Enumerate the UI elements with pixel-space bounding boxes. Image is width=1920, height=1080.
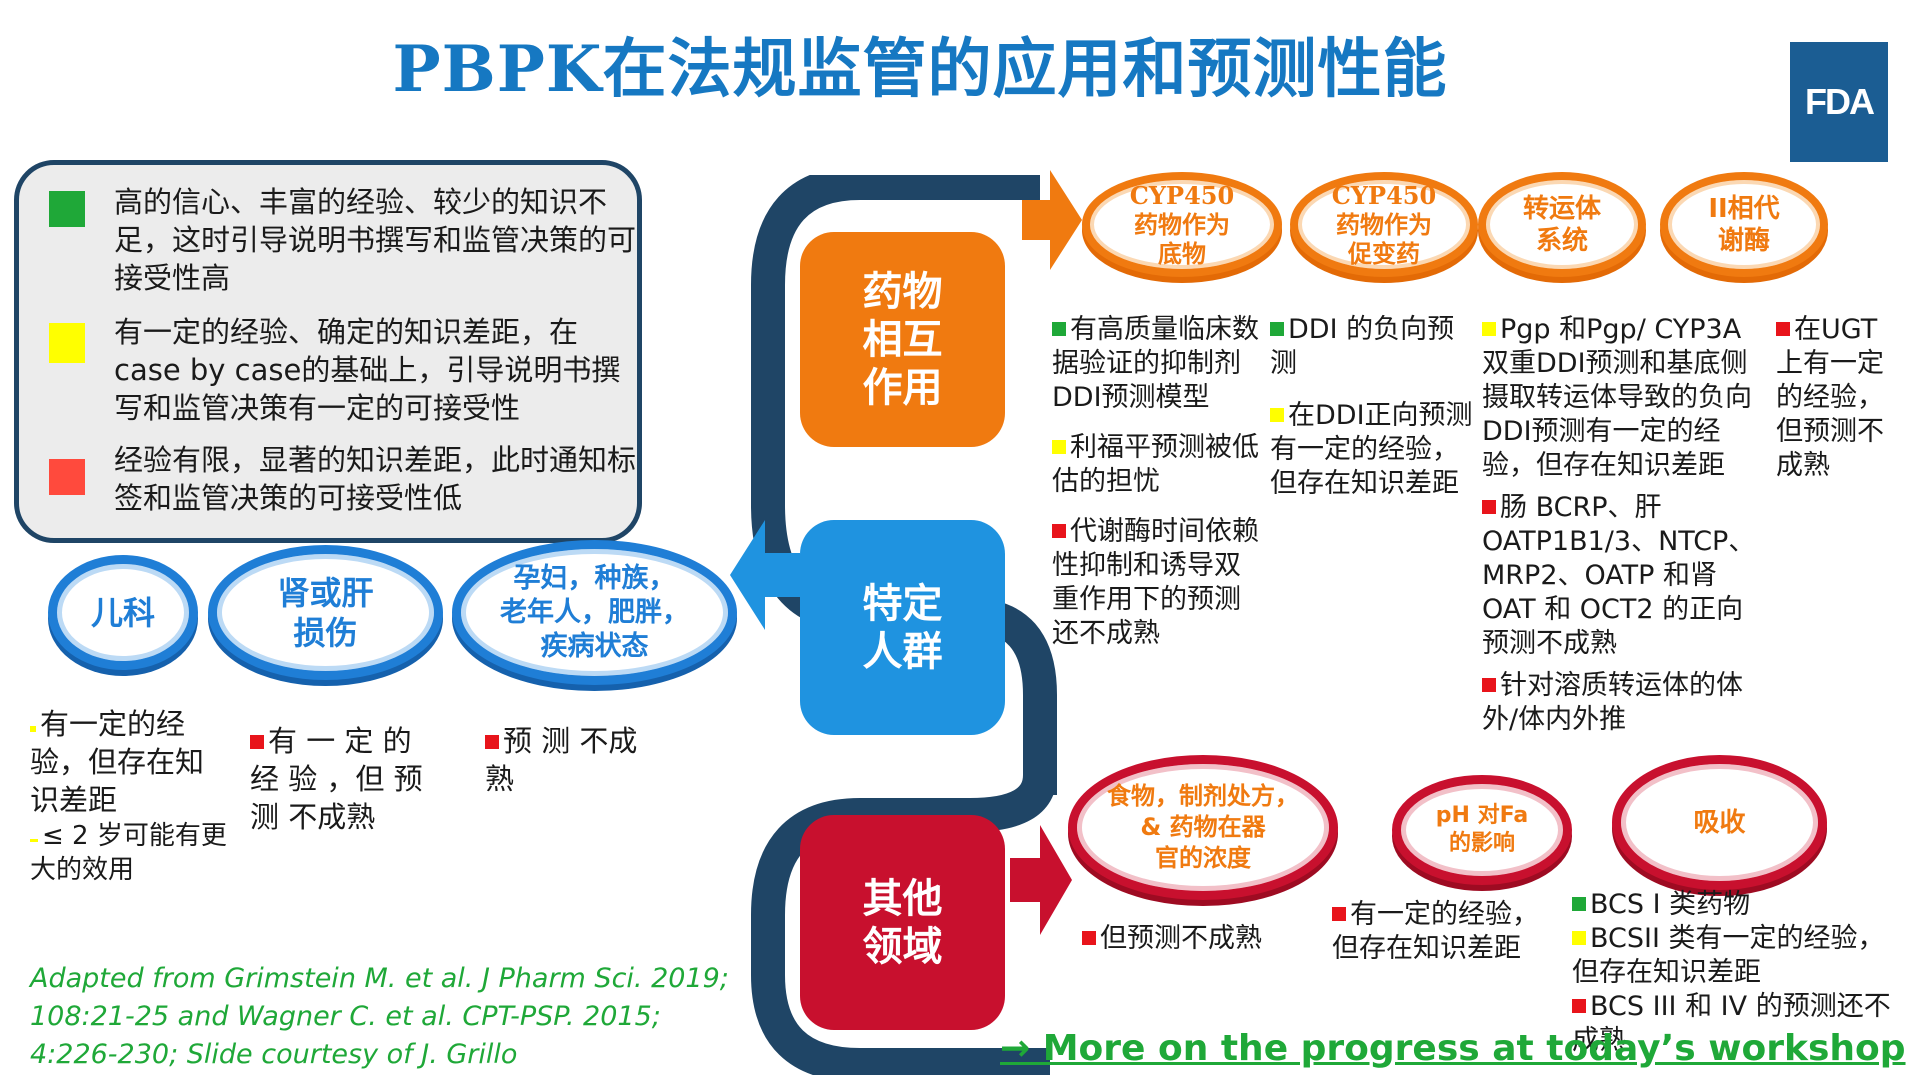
special-notes-pediatrics: 有一定的经验，但存在知识差距 ≤ 2 岁可能有更大的效用 [30, 705, 230, 887]
ring-pediatrics: 儿科 [48, 555, 198, 670]
other-arrow-icon [1010, 825, 1072, 935]
note-item: 针对溶质转运体的体外/体内外推 [1482, 670, 1743, 735]
confidence-legend: 高的信心、丰富的经验、较少的知识不足，这时引导说明书撰写和监管决策的可接受性高 … [14, 160, 642, 543]
note-item: BCS I 类药物 [1572, 888, 1892, 922]
other-notes-absorption: BCS I 类药物 BCSII 类有一定的经验，但存在知识差距 BCS III … [1572, 888, 1892, 1058]
other-areas-hub: 其他 领域 [800, 815, 1005, 1030]
note-item: 代谢酶时间依赖性抑制和诱导双重作用下的预测还不成熟 [1052, 516, 1259, 649]
ring-phase2-enzymes: II相代 谢酶 [1660, 172, 1828, 277]
ring-absorption: 吸收 [1612, 755, 1827, 890]
ring-renal-hepatic: 肾或肝 损伤 [208, 545, 443, 680]
special-populations-hub: 特定 人群 [800, 520, 1005, 735]
special-arrow-icon [730, 520, 800, 630]
ddi-notes-transporter: Pgp 和Pgp/ CYP3A双重DDI预测和基底侧摄取转运体导致的负向DDI预… [1482, 313, 1757, 737]
ring-special-groups: 孕妇，种族， 老年人，肥胖， 疾病状态 [452, 540, 737, 685]
ring-cyp450-substrate: CYP450 药物作为 底物 [1082, 172, 1282, 277]
yellow-square-icon [49, 323, 85, 363]
special-notes-renal: 有 一 定 的 经 验 ，但 预 测 不成熟 [250, 724, 423, 834]
ring-cyp450-perpetrator: CYP450 药物作为 促变药 [1290, 172, 1478, 277]
legend-medium: 有一定的经验、确定的知识差距，在case by case的基础上，引导说明书撰写… [49, 313, 639, 427]
workshop-link[interactable]: → More on the progress at today’s worksh… [1000, 1028, 1906, 1069]
red-square-icon [49, 459, 85, 495]
note-item: BCSII 类有一定的经验，但存在知识差距 [1572, 923, 1885, 988]
ring-food-formulation: 食物，制剂处方， & 药物在器 官的浓度 [1068, 755, 1338, 900]
ring-ph-fa: pH 对Fa 的影响 [1392, 775, 1572, 885]
note-item: ≤ 2 岁可能有更大的效用 [30, 821, 227, 885]
green-square-icon [49, 191, 85, 227]
legend-high: 高的信心、丰富的经验、较少的知识不足，这时引导说明书撰写和监管决策的可接受性高 [49, 183, 639, 297]
ddi-notes-phase2: 在UGT上有一定的经验，但预测不成熟 [1776, 313, 1886, 483]
ddi-arrow-icon [1022, 170, 1082, 270]
note-item: 有一定的经验，但存在知识差距 [30, 707, 205, 817]
ddi-notes-perpetrator: DDI 的负向预测 在DDI正向预测有一定的经验，但存在知识差距 [1270, 313, 1475, 501]
note-item: BCS III 和 IV 的预测还不成熟 [1572, 991, 1891, 1056]
note-item: DDI 的负向预测 [1270, 314, 1455, 379]
note-item: 在UGT上有一定的经验，但预测不成熟 [1776, 314, 1884, 481]
legend-low: 经验有限，显著的知识差距，此时通知标签和监管决策的可接受性低 [49, 441, 639, 517]
special-notes-groups: 预 测 不成熟 [485, 724, 638, 796]
ddi-hub: 药物 相互 作用 [800, 232, 1005, 447]
fda-logo: FDA [1790, 42, 1888, 162]
ddi-notes-substrate: 有高质量临床数据验证的抑制剂DDI预测模型 利福平预测被低估的担忧 代谢酶时间依… [1052, 313, 1267, 651]
other-notes-ph: 有一定的经验，但存在知识差距 [1332, 899, 1539, 964]
ring-transporter: 转运体 系统 [1478, 172, 1646, 277]
note-item: 利福平预测被低估的担忧 [1052, 432, 1259, 497]
other-notes-food: 但预测不成熟 [1082, 922, 1322, 956]
note-item: Pgp 和Pgp/ CYP3A双重DDI预测和基底侧摄取转运体导致的负向DDI预… [1482, 314, 1752, 481]
citation: Adapted from Grimstein M. et al. J Pharm… [30, 963, 729, 1070]
note-item: 在DDI正向预测有一定的经验，但存在知识差距 [1270, 400, 1473, 499]
note-item: 有高质量临床数据验证的抑制剂DDI预测模型 [1052, 314, 1259, 413]
note-item: 肠 BCRP、肝OATP1B1/3、NTCP、MRP2、OATP 和肾OAT 和… [1482, 492, 1756, 659]
page-title: PBPK在法规监管的应用和预测性能 [392, 32, 1448, 107]
